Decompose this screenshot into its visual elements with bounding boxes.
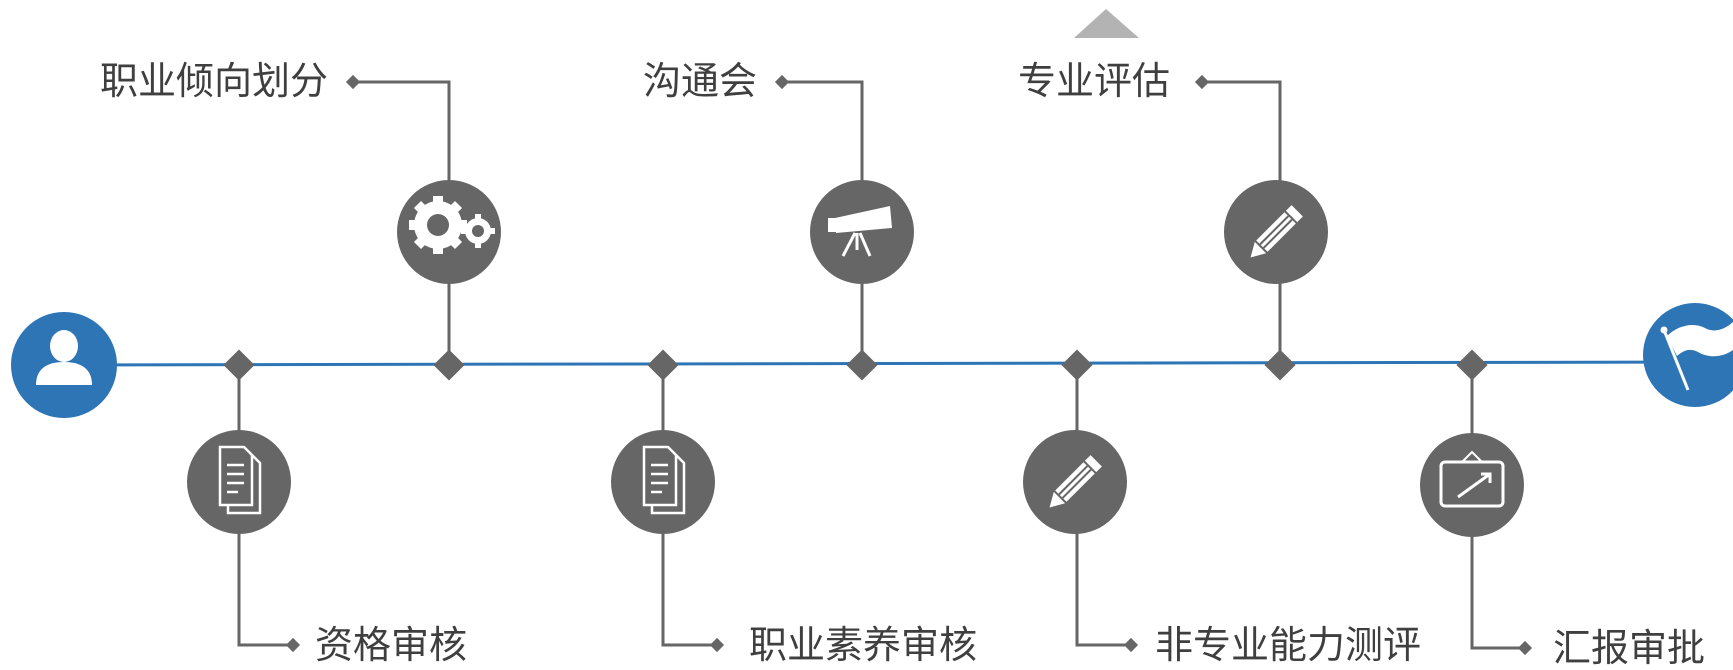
timeline-diamond — [647, 349, 679, 381]
presentation-board-icon — [1439, 450, 1505, 508]
bottom-step-1: 资格审核 — [187, 349, 467, 667]
pencil-icon — [1049, 455, 1102, 508]
timeline-diamond — [1456, 349, 1488, 381]
timeline-line — [63, 360, 1701, 367]
label-diamond — [1123, 637, 1139, 653]
step-label: 专业评估 — [1018, 59, 1170, 103]
label-diamond — [774, 74, 790, 90]
step-label: 沟通会 — [643, 59, 757, 103]
bottom-step-2: 职业素养审核 — [611, 349, 977, 667]
bottom-step-4: 汇报审批 — [1420, 349, 1705, 670]
telescope-icon — [828, 206, 892, 257]
step-node — [810, 180, 914, 284]
top-step-2: 沟通会 — [643, 59, 914, 381]
label-diamond — [1194, 74, 1210, 90]
end-node — [1643, 303, 1733, 407]
step-label: 汇报审批 — [1553, 626, 1705, 670]
bottom-step-3: 非专业能力测评 — [1023, 349, 1421, 667]
label-diamond — [285, 637, 301, 653]
flag-icon — [1660, 322, 1733, 391]
timeline-diamond — [433, 349, 465, 381]
step-node — [1420, 433, 1524, 537]
document-icon — [218, 445, 262, 515]
step-label: 职业倾向划分 — [100, 59, 328, 103]
document-icon — [642, 445, 686, 515]
timeline-diamond — [1061, 349, 1093, 381]
timeline-diamond — [846, 349, 878, 381]
timeline-diamond — [1264, 349, 1296, 381]
gears-icon — [409, 196, 495, 254]
label-diamond — [709, 637, 725, 653]
label-diamond — [345, 74, 361, 90]
label-diamond — [1517, 640, 1533, 656]
step-label: 职业素养审核 — [749, 623, 977, 667]
start-node — [11, 312, 117, 418]
scroll-up-indicator[interactable] — [1074, 9, 1139, 38]
user-icon — [36, 330, 92, 385]
top-step-3: 专业评估 — [1018, 59, 1328, 381]
step-label: 资格审核 — [315, 623, 467, 667]
step-label: 非专业能力测评 — [1155, 623, 1421, 667]
timeline-diamond — [223, 349, 255, 381]
top-step-1: 职业倾向划分 — [100, 59, 501, 381]
pencil-icon — [1250, 205, 1303, 258]
